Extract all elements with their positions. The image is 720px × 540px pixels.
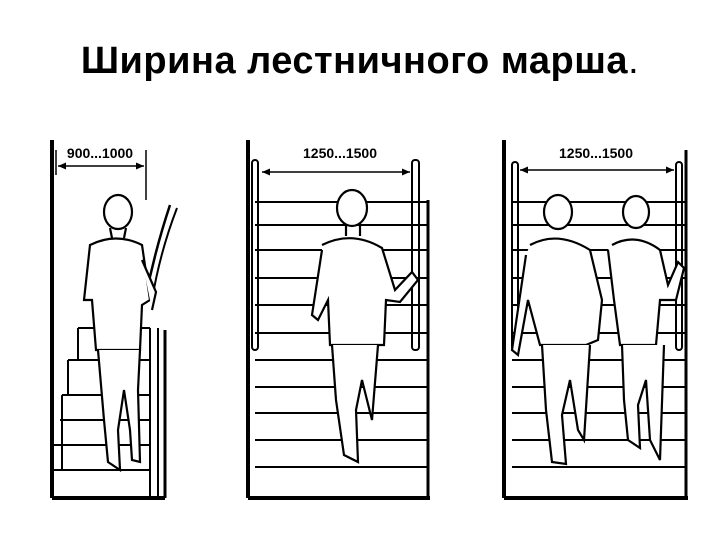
title-dot: . (628, 40, 640, 82)
slide-title: Ширина лестничного марша. (0, 40, 720, 83)
panel-3-person-left (510, 193, 604, 466)
panel-2-right-handrail (411, 159, 420, 351)
panel-3-dimension-label: 1250...1500 (559, 145, 633, 161)
panel-2-dimension-label: 1250...1500 (303, 145, 377, 161)
panel-3-person-right (606, 194, 686, 461)
panel-3 (502, 140, 688, 500)
title-text: Ширина лестничного марша (80, 40, 629, 82)
panel-1-person (82, 193, 158, 473)
panel-2-left-handrail (251, 159, 259, 351)
panel-1-dimension-label: 900...1000 (67, 145, 133, 161)
panel-2-person (310, 188, 420, 464)
panel-2 (246, 140, 430, 500)
panel-3-right-handrail (675, 161, 683, 351)
panel-1 (50, 140, 178, 500)
